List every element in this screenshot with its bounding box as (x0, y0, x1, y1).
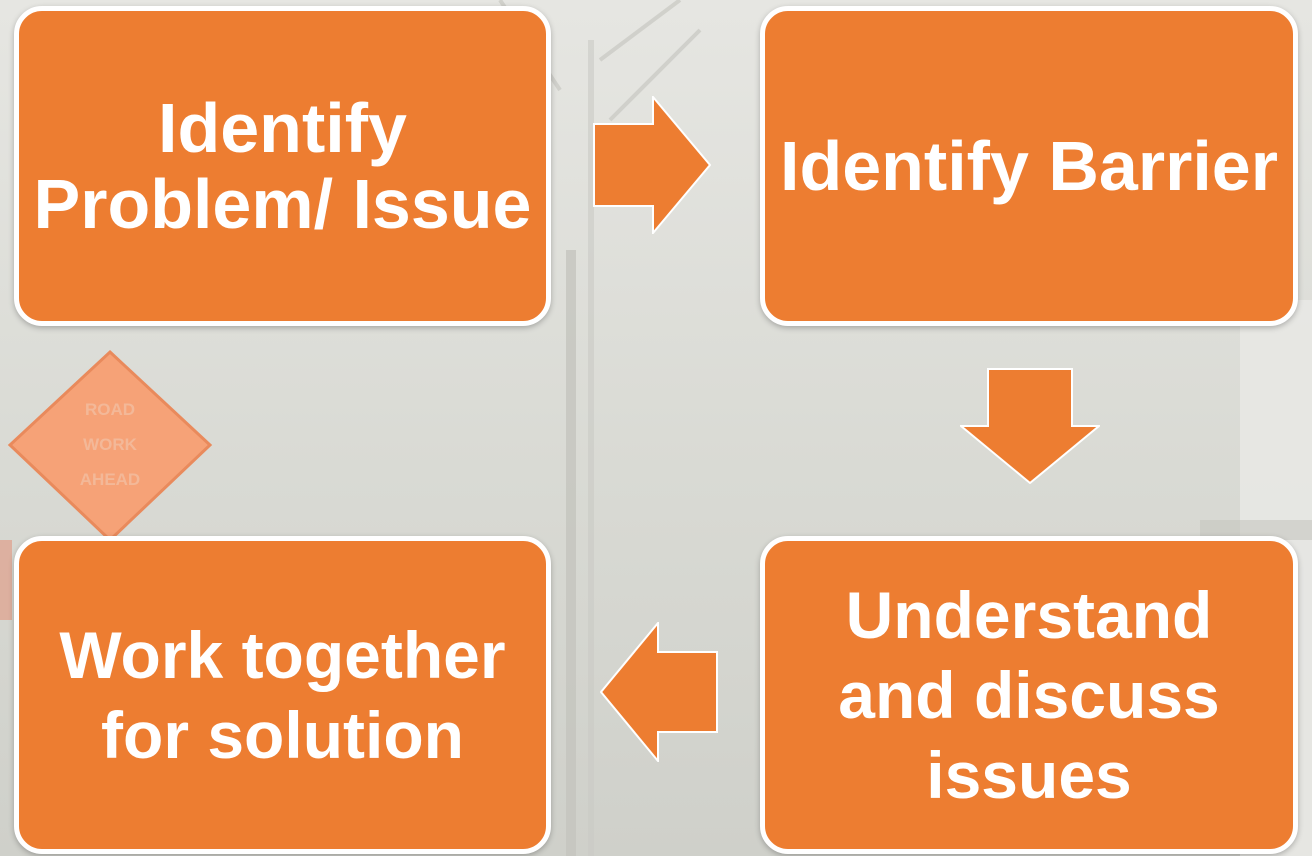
sign-line-1: ROAD (85, 400, 135, 419)
step-identify-barrier: Identify Barrier (760, 6, 1298, 326)
sign-line-3: AHEAD (80, 470, 140, 489)
arrow-left-icon (600, 622, 718, 762)
arrow-right-icon (593, 96, 711, 234)
sign-line-2: WORK (83, 435, 138, 454)
step-understand-discuss: Understand and discuss issues (760, 536, 1298, 854)
step-identify-problem: Identify Problem/ Issue (14, 6, 551, 326)
step-label: Work together for solution (59, 618, 506, 772)
step-work-together: Work together for solution (14, 536, 551, 854)
step-label: Identify Barrier (780, 127, 1278, 205)
arrow-down-icon (960, 368, 1100, 484)
step-label: Identify Problem/ Issue (33, 89, 532, 243)
step-label: Understand and discuss issues (838, 578, 1220, 812)
